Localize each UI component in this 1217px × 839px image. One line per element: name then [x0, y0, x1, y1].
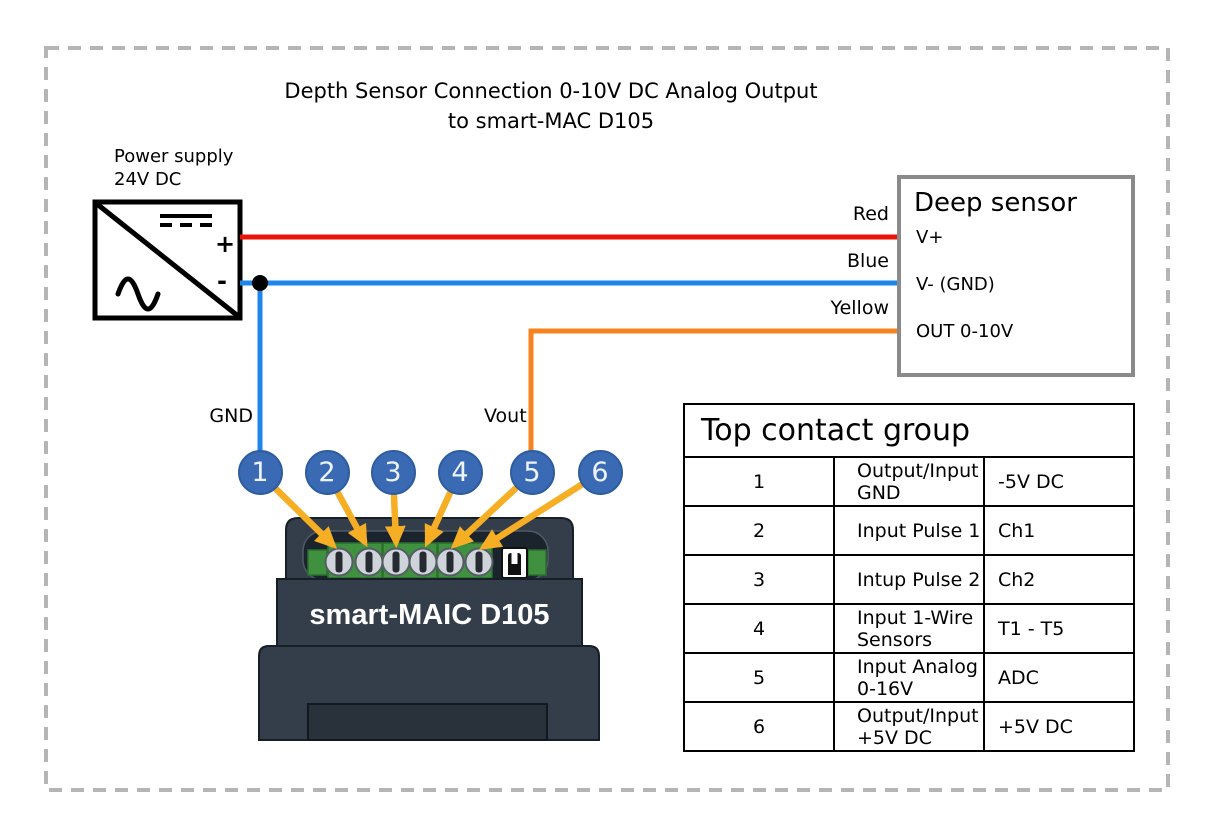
gnd-wire-label: GND: [209, 405, 253, 427]
terminal-circle-5: 5: [509, 450, 555, 495]
device-bottom-inset: [307, 703, 548, 741]
terminal-circle-6: 6: [577, 450, 623, 495]
cell-val: Ch2: [983, 554, 1135, 605]
power-supply-label: Power supply 24V DC: [114, 145, 233, 191]
vout-wire-label: Vout: [484, 405, 527, 427]
wire-label-red: Red: [852, 203, 889, 225]
diagram-title: Depth Sensor Connection 0-10V DC Analog …: [251, 76, 851, 136]
junction-dot: [252, 275, 268, 291]
title-line2: to smart-MAC D105: [447, 109, 655, 133]
wires: [240, 234, 897, 452]
cell-desc: Input Pulse 1: [833, 505, 985, 556]
terminal-circle-3: 3: [370, 450, 416, 495]
cell-num: 2: [683, 505, 835, 556]
cell-num: 3: [683, 554, 835, 605]
terminal-circle-2: 2: [304, 450, 350, 495]
wire-label-yellow: Yellow: [830, 297, 890, 319]
wire-yellow: [528, 328, 897, 452]
cell-desc: Input 1-Wire Sensors: [833, 603, 985, 654]
power-supply-label-line1: Power supply: [114, 146, 234, 167]
cell-num: 4: [683, 603, 835, 654]
cell-val: T1 - T5: [983, 603, 1135, 654]
table-header-row: Top contact group: [683, 403, 1135, 458]
connector-component: [501, 547, 528, 579]
psu-plus-sign: +: [214, 230, 236, 258]
power-supply-symbol: [92, 199, 243, 321]
cell-desc: Input Analog 0-16V: [833, 652, 985, 703]
title-line1: Depth Sensor Connection 0-10V DC Analog …: [284, 79, 818, 103]
cell-desc: Output/Input +5V DC: [833, 701, 985, 752]
sensor-pin-vplus: V+: [916, 227, 944, 248]
sensor-pin-out: OUT 0-10V: [916, 321, 1014, 342]
dc-symbol-icon: [160, 214, 212, 227]
cell-val: ADC: [983, 652, 1135, 703]
sensor-pin-vminus: V- (GND): [916, 274, 995, 295]
cell-num: 5: [683, 652, 835, 703]
table-title: Top contact group: [683, 403, 1135, 458]
cell-num: 1: [683, 456, 835, 507]
psu-minus-sign: -: [217, 267, 227, 295]
cell-desc: Output/Input GND: [833, 456, 985, 507]
wire-label-blue: Blue: [846, 250, 889, 272]
deep-sensor-box: Deep sensor V+ V- (GND) OUT 0-10V: [897, 175, 1135, 377]
terminal-screws: [324, 547, 494, 577]
dashed-border: [44, 46, 1170, 792]
terminal-circle-4: 4: [437, 450, 483, 495]
cell-val: Ch1: [983, 505, 1135, 556]
ac-symbol-icon: [115, 276, 161, 312]
cell-val: +5V DC: [983, 701, 1135, 752]
terminal-circle-1: 1: [237, 450, 283, 495]
cell-desc: Intup Pulse 2: [833, 554, 985, 605]
device-name: smart-MAIC D105: [309, 599, 550, 631]
deep-sensor-title: Deep sensor: [914, 188, 1077, 218]
terminal-arrows: [272, 481, 585, 550]
power-supply-label-line2: 24V DC: [114, 169, 182, 190]
cell-num: 6: [683, 701, 835, 752]
cell-val: -5V DC: [983, 456, 1135, 507]
device-middle-section: [276, 578, 583, 647]
